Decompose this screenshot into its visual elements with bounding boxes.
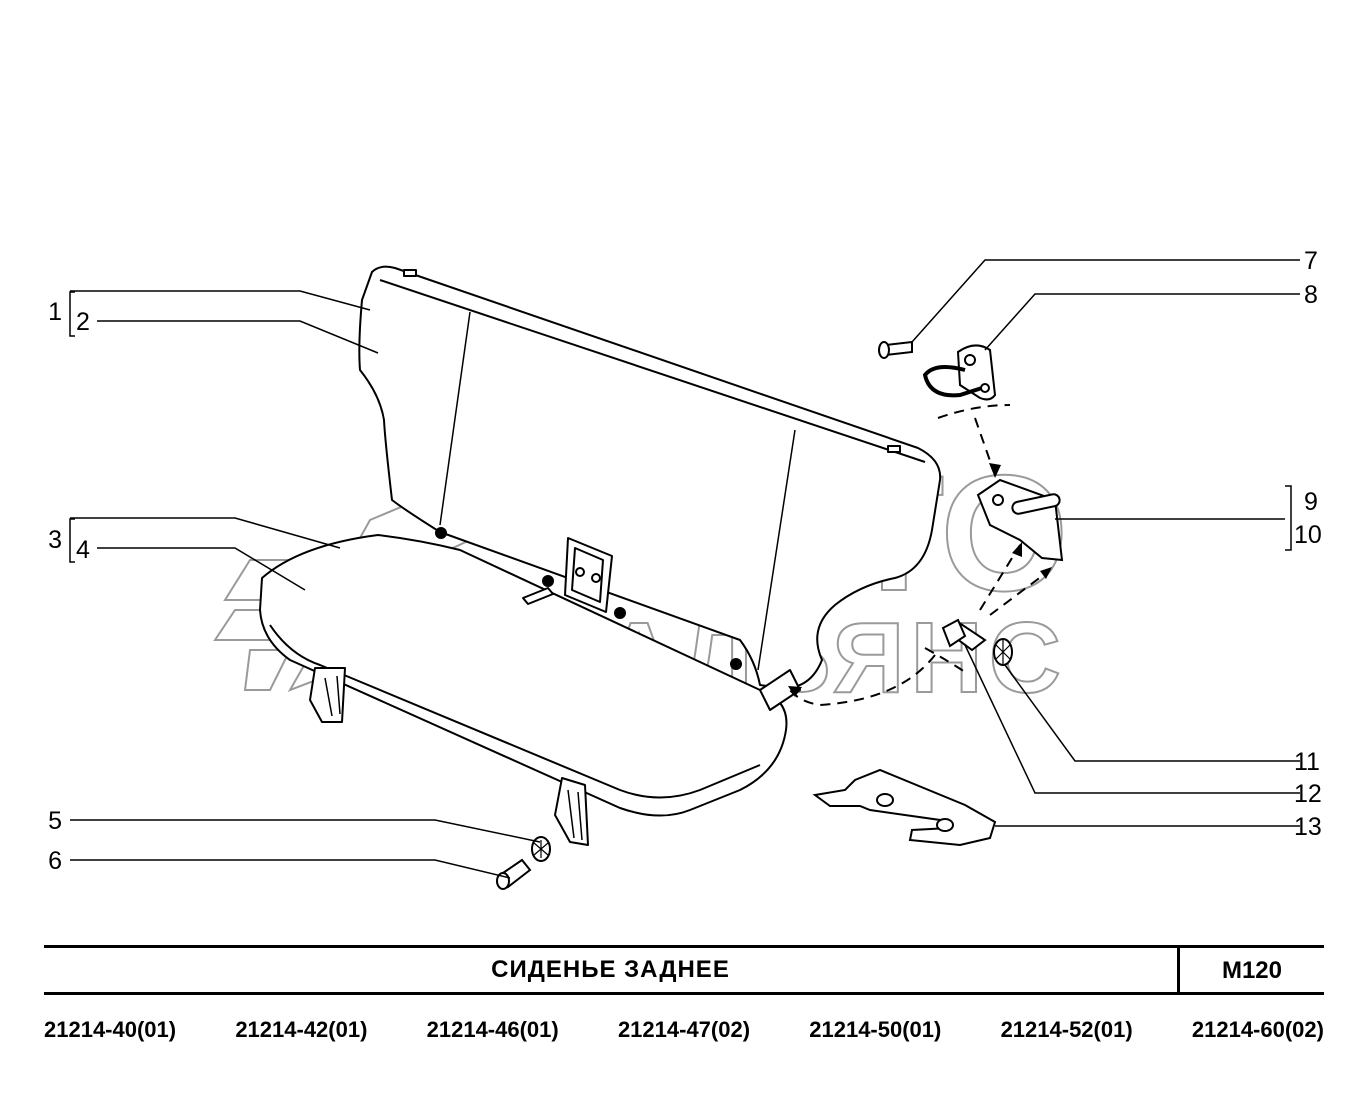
model-item: 21214-47(02) xyxy=(617,1017,751,1042)
part-6-screw xyxy=(496,858,532,890)
part-8-hook xyxy=(922,344,997,401)
callout-8: 8 xyxy=(1304,281,1318,309)
model-item: 21214-52(01) xyxy=(1000,1017,1133,1042)
callout-10: 10 xyxy=(1294,521,1322,549)
title-divider xyxy=(1177,948,1180,992)
seat-backrest xyxy=(358,265,942,690)
callout-6: 6 xyxy=(48,847,62,875)
callout-1: 1 xyxy=(48,298,62,326)
title-block: СИДЕНЬЕ ЗАДНЕЕ M120 xyxy=(44,945,1324,995)
callout-7: 7 xyxy=(1304,247,1318,275)
exploded-parts-diagram: АВТО АЛЬЯНС xyxy=(48,247,1322,890)
model-item: 21214-46(01) xyxy=(426,1017,559,1042)
assembly-paths xyxy=(789,404,1051,707)
callout-brackets xyxy=(69,291,1292,563)
callout-numbers: 1 2 3 4 5 6 7 8 9 10 11 12 13 xyxy=(48,247,1322,875)
part-5-washer xyxy=(531,836,551,862)
callout-9: 9 xyxy=(1304,488,1318,516)
model-list: 21214-40(01) 21214-42(01) 21214-46(01) 2… xyxy=(44,1013,1324,1047)
model-item: 21214-60(02) xyxy=(1191,1017,1324,1042)
part-11-washer xyxy=(993,638,1013,666)
seat-cushion xyxy=(259,534,801,846)
assembly-arrowheads xyxy=(788,463,1052,697)
callout-13: 13 xyxy=(1294,813,1322,841)
leader-lines xyxy=(70,259,1300,879)
part-7-screw xyxy=(878,340,913,359)
page-title: СИДЕНЬЕ ЗАДНЕЕ xyxy=(491,956,730,983)
model-item: 21214-50(01) xyxy=(809,1017,942,1042)
model-item: 21214-42(01) xyxy=(235,1017,368,1042)
callout-4: 4 xyxy=(76,536,90,564)
callout-3: 3 xyxy=(48,526,62,554)
callout-12: 12 xyxy=(1294,780,1322,808)
page-code: M120 xyxy=(1221,957,1283,984)
model-item: 21214-40(01) xyxy=(44,1017,177,1042)
callout-2: 2 xyxy=(76,308,90,336)
part-12-bolt xyxy=(941,618,987,652)
part-13-plate xyxy=(812,768,997,847)
part-9-10-bracket xyxy=(976,478,1064,562)
callout-11: 11 xyxy=(1294,748,1320,776)
callout-5: 5 xyxy=(48,807,62,835)
